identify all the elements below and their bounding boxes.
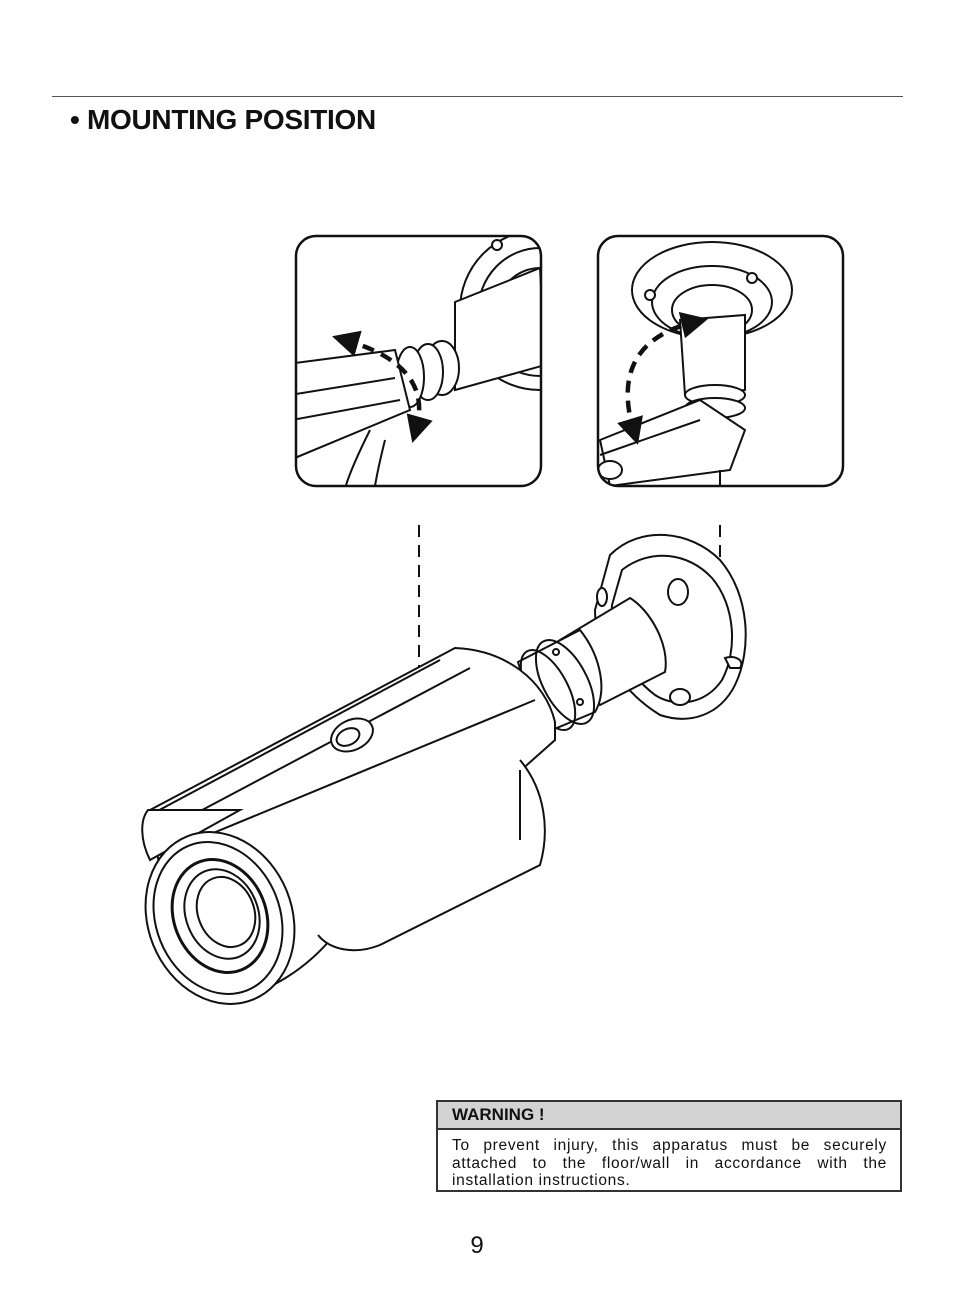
bullet-camera-illustration	[141, 534, 747, 1005]
warning-box: WARNING ! To prevent injury, this appara…	[436, 1100, 902, 1192]
ceiling-mount-tilt-illustration	[596, 234, 845, 488]
warning-text: To prevent injury, this apparatus must b…	[452, 1137, 887, 1189]
section-title: • MOUNTING POSITION	[70, 104, 376, 135]
top-divider	[52, 96, 903, 97]
warning-heading: WARNING !	[438, 1102, 900, 1130]
wall-mount-rotation-illustration	[294, 234, 543, 488]
page-number: 9	[470, 1232, 484, 1259]
